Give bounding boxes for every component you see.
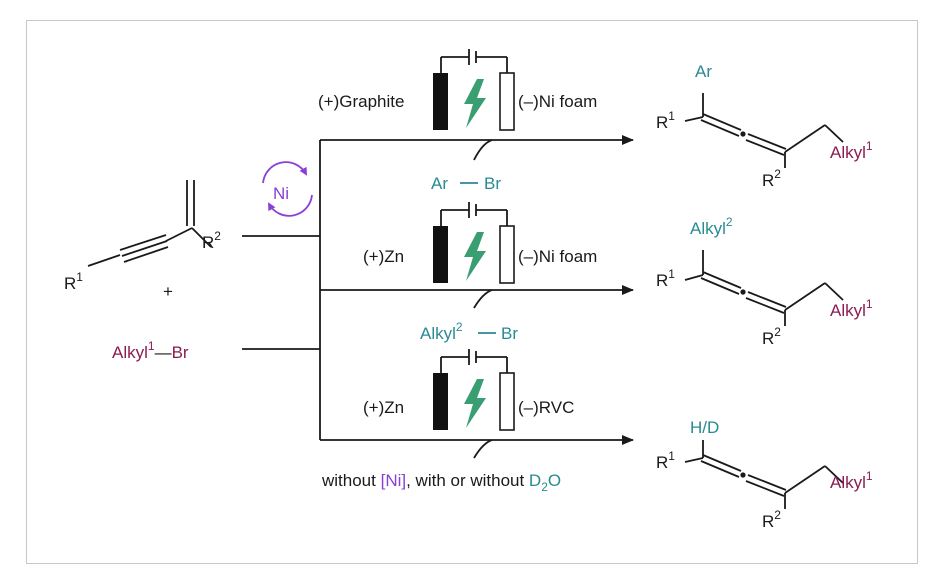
svg-text:R2: R2 [762, 325, 781, 348]
svg-text:R1: R1 [656, 267, 675, 290]
svg-text:R2: R2 [762, 508, 781, 531]
allene-product-3: H/D R1 Alkyl1 R2 [656, 418, 873, 531]
svg-text:Alkyl2: Alkyl2 [420, 320, 463, 343]
anode-label-2: (+)Zn [363, 247, 404, 266]
alkyl-bromide-label: Alkyl1—Br [112, 339, 189, 362]
allene-product-2: Alkyl2 R1 Alkyl1 R2 [656, 215, 873, 348]
cathode-label-3: (–)RVC [518, 398, 574, 417]
connector-lines [242, 135, 634, 459]
svg-text:Ar: Ar [695, 62, 712, 81]
svg-text:Alkyl1: Alkyl1 [830, 139, 873, 162]
cathode-label-1: (–)Ni foam [518, 92, 597, 111]
svg-text:R1: R1 [656, 449, 675, 472]
enyne-reactant [87, 180, 212, 267]
svg-text:Alkyl1: Alkyl1 [830, 297, 873, 320]
svg-text:R2: R2 [762, 167, 781, 190]
svg-text:Alkyl1: Alkyl1 [830, 469, 873, 492]
svg-text:R1: R1 [656, 109, 675, 132]
enyne-r2-label: R2 [202, 229, 221, 252]
svg-text:Br: Br [484, 174, 501, 193]
catalytic-cycle-icon [262, 161, 313, 217]
svg-text:H/D: H/D [690, 418, 719, 437]
aryl-bromide-reagent: Ar Br [431, 174, 501, 193]
electrolysis-cell-icon [433, 202, 515, 284]
anode-label-1: (+)Graphite [318, 92, 404, 111]
electrolysis-cell-icon [433, 49, 515, 131]
svg-text:Br: Br [501, 324, 518, 343]
allene-product-1: Ar R1 Alkyl1 R2 [656, 62, 873, 190]
anode-label-3: (+)Zn [363, 398, 404, 417]
svg-text:Ar: Ar [431, 174, 448, 193]
electrolysis-cell-icon [433, 349, 515, 431]
plus-sign: + [163, 282, 173, 301]
alkyl-bromide-reagent: Alkyl2 Br [420, 320, 518, 343]
enyne-r1-label: R1 [64, 270, 83, 293]
nickel-catalyst-label: Ni [273, 184, 289, 203]
svg-text:Alkyl2: Alkyl2 [690, 215, 733, 238]
cathode-label-2: (–)Ni foam [518, 247, 597, 266]
condition-note: without [Ni], with or without D2O [321, 471, 561, 494]
